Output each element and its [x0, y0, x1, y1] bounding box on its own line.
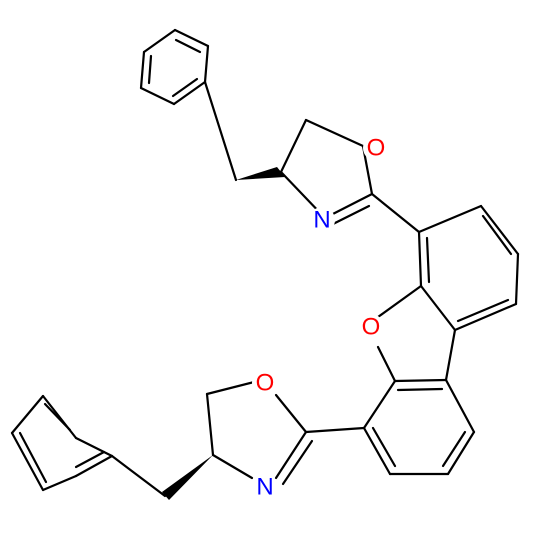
atom-o-bottom: O — [252, 370, 278, 397]
bond — [281, 439, 314, 486]
bond — [514, 252, 520, 306]
bond — [481, 214, 513, 256]
atom-n-bottom: N — [252, 474, 278, 501]
bond — [479, 204, 520, 256]
bond — [329, 204, 371, 227]
bond — [18, 431, 48, 484]
atom-o-furan: O — [358, 314, 384, 341]
bond — [444, 378, 476, 434]
bond — [370, 192, 421, 234]
bond — [279, 118, 308, 174]
atom-background — [252, 370, 278, 396]
bond — [396, 387, 444, 392]
atom-background — [309, 207, 335, 233]
stereo-wedge — [162, 455, 213, 500]
bond — [274, 393, 308, 434]
bond — [393, 378, 448, 383]
bond — [211, 453, 254, 480]
atom-o-furan-label: O — [362, 314, 381, 341]
atom-n-top-label: N — [313, 207, 330, 234]
bond — [74, 450, 106, 469]
bond — [43, 402, 72, 432]
bond — [376, 345, 397, 383]
bond — [417, 204, 483, 234]
atom-o-top-label: O — [367, 135, 386, 162]
bond — [453, 302, 518, 332]
bond — [171, 77, 199, 98]
atom-n-top: N — [309, 207, 335, 234]
top-oxazoline — [203, 80, 421, 234]
bond — [203, 44, 210, 84]
top-phenyl-ring — [139, 28, 210, 106]
upper-benzene-ring — [417, 204, 520, 332]
bond — [205, 380, 256, 396]
bond — [172, 80, 207, 106]
bond — [41, 474, 78, 492]
bond — [41, 394, 78, 440]
atom-background — [252, 474, 278, 500]
lower-benzene-ring — [362, 378, 476, 476]
bond — [444, 328, 457, 382]
bond — [362, 379, 397, 430]
atom-background — [363, 135, 389, 161]
bond — [362, 426, 392, 476]
bond — [376, 284, 423, 319]
stereo-wedge — [236, 167, 285, 180]
bond — [441, 430, 467, 468]
bond — [274, 430, 308, 480]
bond — [142, 28, 177, 54]
bond — [425, 236, 431, 284]
bond — [419, 284, 457, 332]
bond — [371, 426, 397, 468]
bond — [446, 430, 476, 476]
bond — [10, 394, 45, 435]
bond — [74, 454, 114, 478]
bond — [139, 86, 176, 106]
bond — [174, 38, 202, 54]
furan-ring — [376, 284, 457, 383]
atom-n-bottom-label: N — [256, 474, 273, 501]
bond — [205, 392, 215, 457]
bond — [10, 431, 45, 492]
bond — [417, 230, 423, 288]
bond — [110, 454, 167, 498]
bond — [139, 50, 146, 90]
bond — [304, 118, 365, 148]
atom-background — [358, 314, 384, 340]
atom-o-top: O — [363, 135, 389, 162]
bond — [74, 436, 114, 458]
bottom-oxazoline — [162, 380, 366, 500]
bond — [304, 426, 366, 434]
atom-o-bottom-label: O — [256, 370, 275, 397]
bond — [173, 28, 210, 48]
bond — [147, 54, 153, 85]
bottom-phenyl-ring — [10, 394, 167, 498]
bond — [456, 298, 510, 323]
bond — [203, 80, 238, 182]
